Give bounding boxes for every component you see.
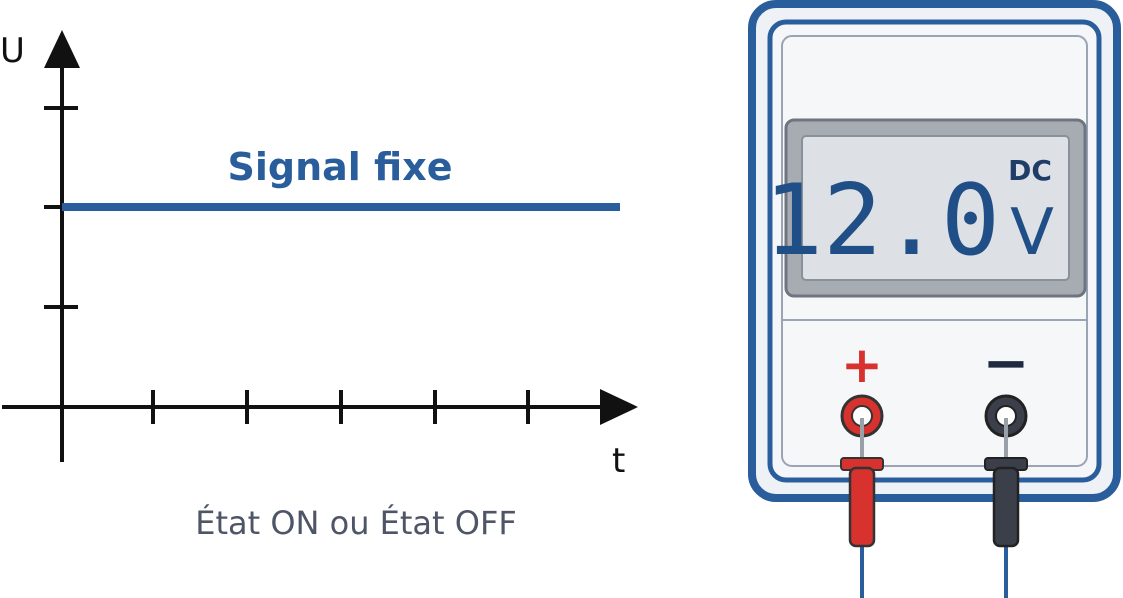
dc-mode-label: DC bbox=[1008, 154, 1052, 187]
x-axis-arrowhead bbox=[600, 389, 638, 425]
negative-probe[interactable] bbox=[984, 418, 1028, 548]
lcd-screen bbox=[801, 135, 1070, 281]
y-axis-label: U bbox=[0, 31, 25, 71]
voltage-unit: V bbox=[1010, 196, 1054, 270]
positive-symbol: + bbox=[841, 336, 883, 394]
negative-symbol: − bbox=[983, 331, 1030, 396]
multimeter: DC 12.0 V + − bbox=[748, 0, 1121, 598]
voltage-time-graph: U t Signal fixe État ON ou État OFF bbox=[0, 30, 638, 542]
graph-caption: État ON ou État OFF bbox=[195, 504, 517, 542]
x-axis-label: t bbox=[612, 441, 625, 481]
positive-terminal[interactable] bbox=[840, 394, 884, 438]
positive-probe[interactable] bbox=[840, 418, 884, 548]
signal-label: Signal fixe bbox=[228, 145, 453, 189]
voltage-reading: 12.0 bbox=[764, 164, 1000, 278]
y-axis-arrowhead bbox=[44, 30, 80, 68]
